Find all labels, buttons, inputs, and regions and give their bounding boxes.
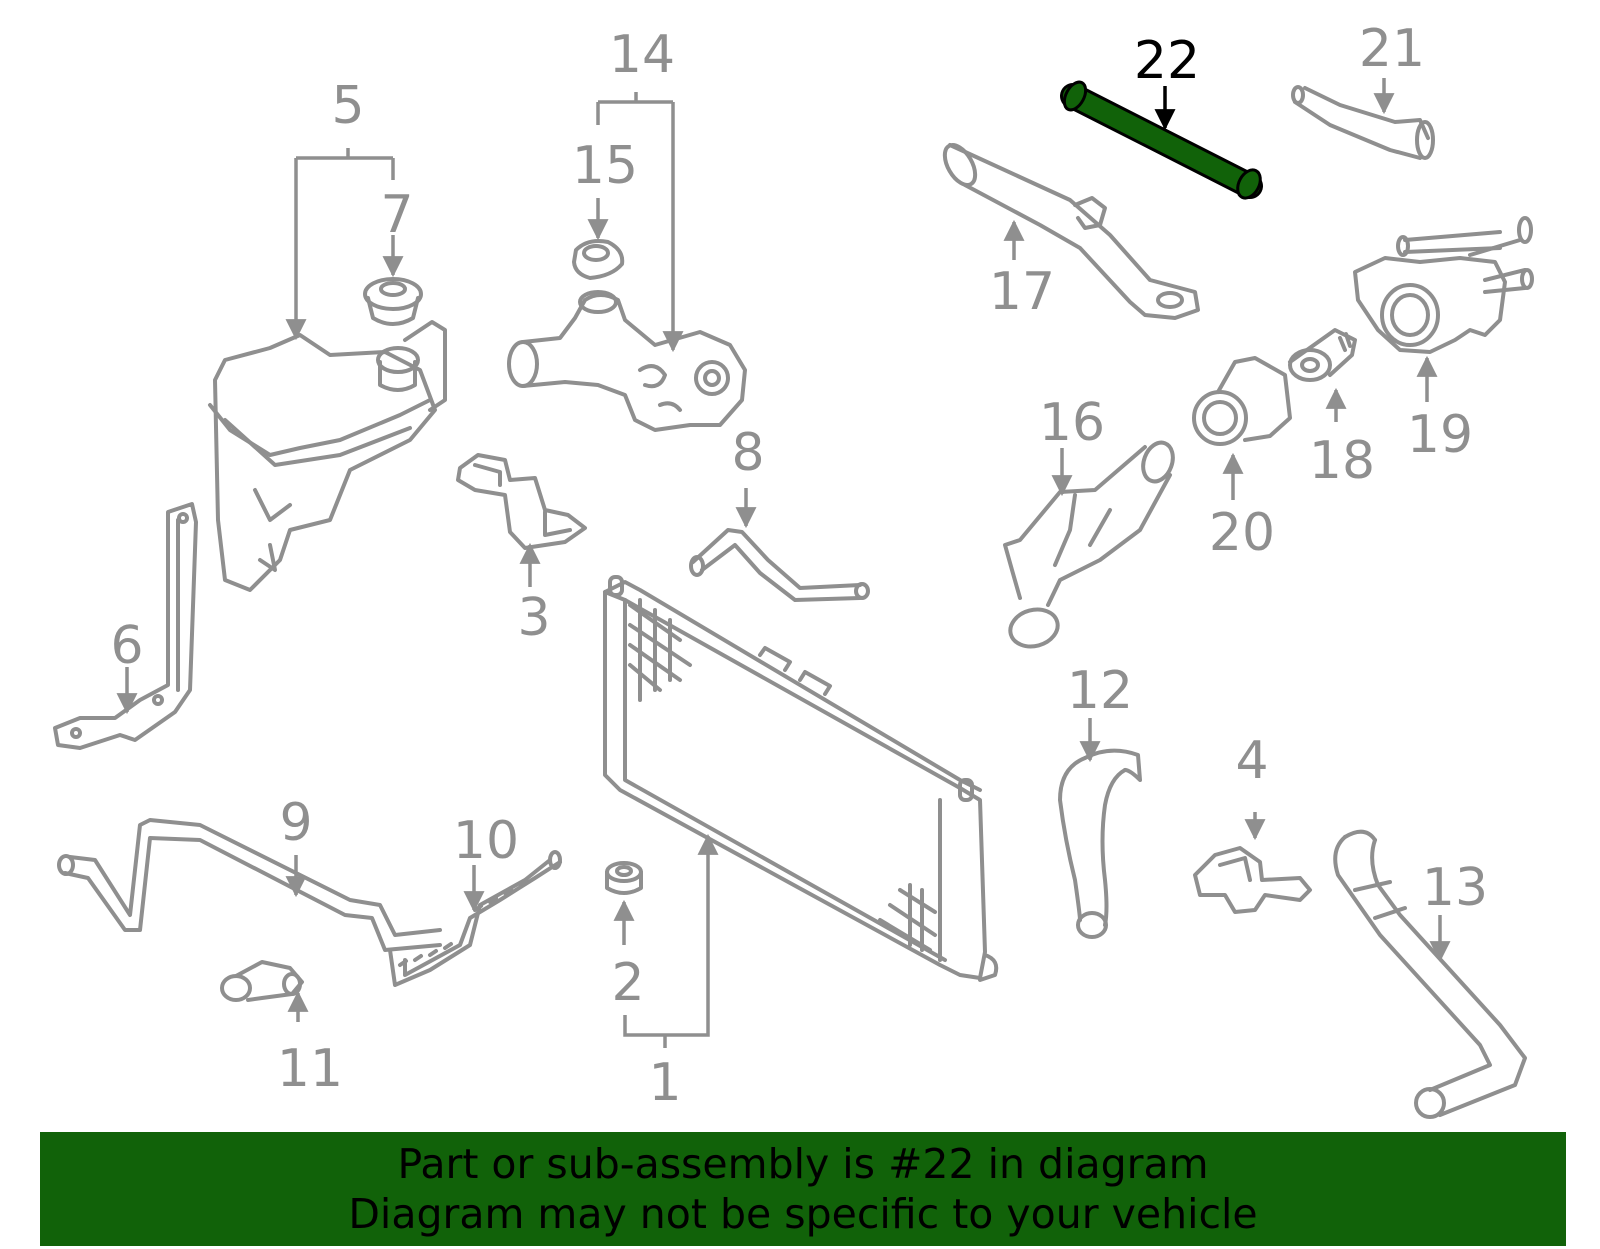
callout-9[interactable]: 9 xyxy=(279,793,312,853)
part-8-hose[interactable] xyxy=(689,528,870,602)
banner-part-note: Part or sub-assembly is #22 in diagram xyxy=(397,1140,1209,1188)
part-7-reservoir-cap[interactable] xyxy=(363,277,423,326)
part-2-grommet[interactable] xyxy=(605,861,643,895)
part-4-bracket[interactable] xyxy=(1193,846,1312,914)
part-11-drain-plug[interactable] xyxy=(220,960,304,1002)
callout-20[interactable]: 20 xyxy=(1209,503,1275,563)
part-5-reservoir-tank[interactable] xyxy=(208,320,447,592)
callout-21[interactable]: 21 xyxy=(1359,19,1425,79)
callout-15[interactable]: 15 xyxy=(572,136,638,196)
part-22-coolant-pipe[interactable] xyxy=(1060,79,1265,202)
callout-12[interactable]: 12 xyxy=(1067,661,1133,721)
callouts: 1 2 3 4 5 6 7 8 9 10 11 12 13 14 15 16 1… xyxy=(110,19,1488,1113)
callout-7[interactable]: 7 xyxy=(380,185,413,245)
callout-16[interactable]: 16 xyxy=(1039,393,1105,453)
callout-14[interactable]: 14 xyxy=(609,25,675,85)
part-13-lower-hose[interactable] xyxy=(1333,829,1527,1119)
callout-22[interactable]: 22 xyxy=(1134,31,1200,91)
callout-13[interactable]: 13 xyxy=(1422,858,1488,918)
part-1-radiator[interactable] xyxy=(603,575,999,982)
part-18-thermostat[interactable] xyxy=(1288,328,1357,382)
info-banner: Part or sub-assembly is #22 in diagram D… xyxy=(40,1132,1566,1246)
callout-3[interactable]: 3 xyxy=(517,588,550,648)
callout-17[interactable]: 17 xyxy=(989,262,1055,322)
part-3-bracket[interactable] xyxy=(456,453,587,550)
callout-1[interactable]: 1 xyxy=(648,1053,681,1113)
part-16-inlet-pipe[interactable] xyxy=(1003,438,1178,651)
callout-5[interactable]: 5 xyxy=(331,76,364,136)
callout-2[interactable]: 2 xyxy=(611,953,644,1013)
callout-10[interactable]: 10 xyxy=(453,811,519,871)
part-12-radiator-hose[interactable] xyxy=(1058,748,1142,939)
callout-19[interactable]: 19 xyxy=(1407,405,1473,465)
callout-6[interactable]: 6 xyxy=(110,616,143,676)
part-9-hose[interactable] xyxy=(57,818,442,952)
callout-8[interactable]: 8 xyxy=(731,423,764,483)
part-14-outlet-housing[interactable] xyxy=(507,290,747,432)
callout-11[interactable]: 11 xyxy=(277,1039,343,1099)
part-21-hose[interactable] xyxy=(1291,85,1435,160)
callout-4[interactable]: 4 xyxy=(1235,731,1268,791)
part-19-thermostat-housing[interactable] xyxy=(1353,216,1534,354)
part-20-thermostat-cover[interactable] xyxy=(1192,356,1292,446)
part-15-cap[interactable] xyxy=(572,239,625,280)
banner-disclaimer: Diagram may not be specific to your vehi… xyxy=(348,1190,1258,1238)
leader-lines xyxy=(116,78,1451,1048)
callout-18[interactable]: 18 xyxy=(1309,431,1375,491)
part-17-water-pipe[interactable] xyxy=(939,140,1200,320)
